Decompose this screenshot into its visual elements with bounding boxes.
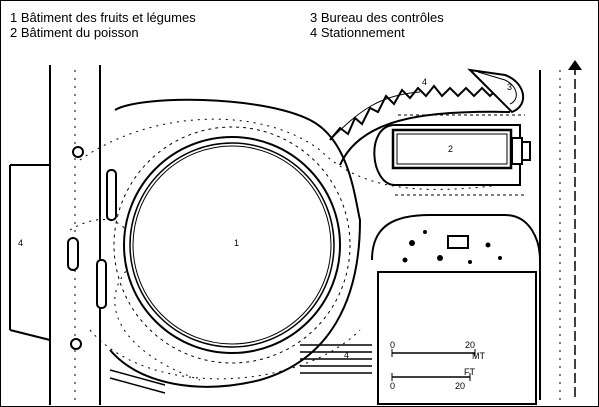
left-islands: [67, 146, 117, 350]
legend-item-3: 3 Bureau des contrôles: [310, 10, 444, 25]
bottom-parking: [109, 344, 372, 394]
parking-bottom-label: 4: [344, 350, 349, 360]
dotted-paths: [69, 118, 501, 381]
building-1-fruits-vegetables: [123, 136, 341, 354]
scale-metric-start: 0: [390, 340, 395, 350]
legend-item-4: 4 Stationnement: [310, 25, 405, 40]
scale-metric-unit: MT: [472, 351, 485, 361]
parking-left-label: 4: [18, 238, 23, 248]
top-parking: [329, 84, 511, 166]
ring-road: [109, 98, 362, 388]
scale-bar-metric: [391, 349, 476, 357]
scale-imperial-start: 0: [390, 381, 395, 391]
scale-bar-imperial: [391, 373, 471, 381]
scale-metric-end: 20: [465, 340, 475, 350]
building-3-control-office: [467, 68, 525, 114]
building-2-label: 2: [448, 144, 453, 154]
building-1-label: 1: [234, 238, 239, 248]
scale-imperial-unit: FT: [464, 367, 475, 377]
building-3-label: 3: [507, 82, 512, 92]
lower-right-block: [371, 214, 541, 405]
legend-item-2: 2 Bâtiment du poisson: [10, 25, 139, 40]
building-2-fish: [391, 128, 531, 170]
fish-building-loop: [373, 114, 525, 196]
right-road: [539, 60, 582, 400]
scale-imperial-end: 20: [455, 381, 465, 391]
left-road: [9, 65, 101, 405]
parking-top-label: 4: [422, 77, 427, 87]
legend-item-1: 1 Bâtiment des fruits et légumes: [10, 10, 196, 25]
